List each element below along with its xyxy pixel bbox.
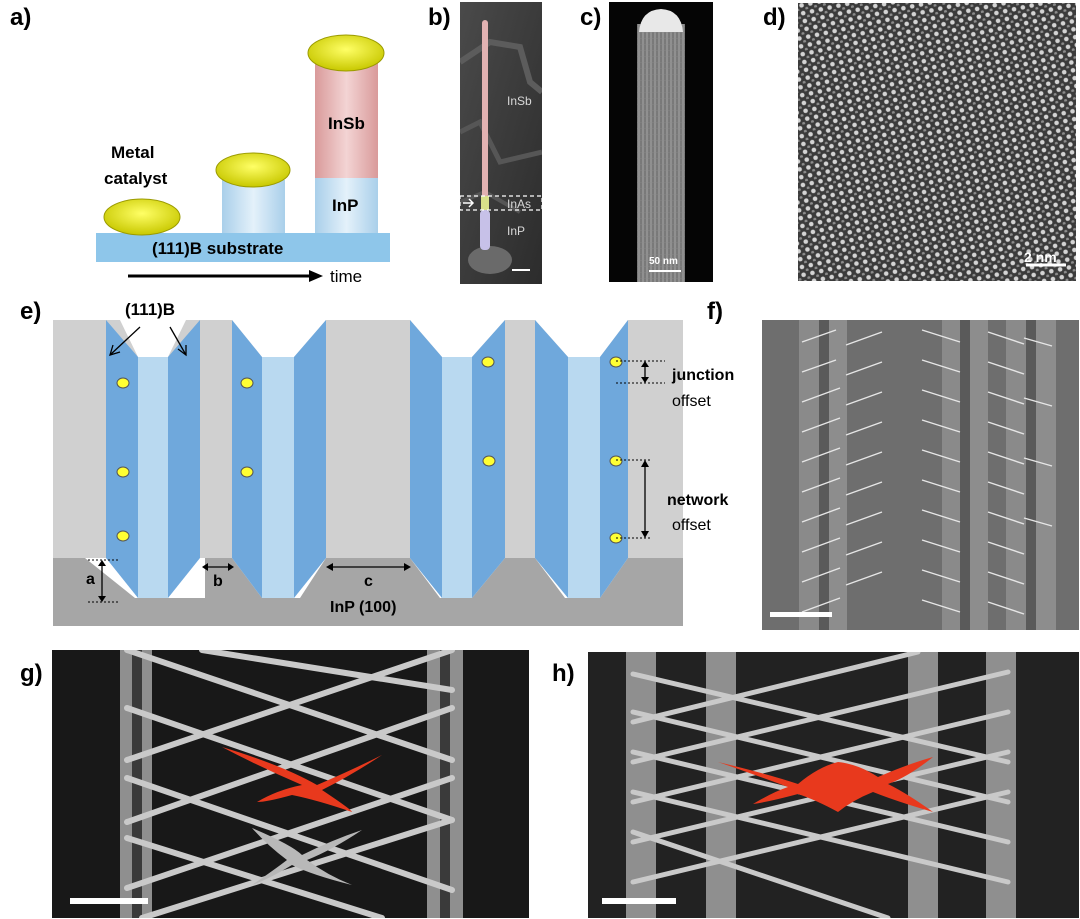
panel-label-c: c) (580, 4, 602, 31)
panel-label-h: h) (552, 660, 575, 687)
insb-label: InSb (328, 114, 365, 133)
growth-schematic (96, 34, 390, 282)
inas-segment (481, 196, 489, 210)
time-label: time (330, 267, 363, 286)
sem-inas-label: InAs (507, 197, 532, 211)
panel-label-d: d) (763, 4, 786, 31)
catalyst-droplet-1 (103, 198, 181, 236)
inp-segment-3 (315, 178, 378, 233)
stem-catalyst (639, 9, 683, 32)
panel-label-a: a) (10, 4, 32, 31)
substrate-label: (111)B substrate (152, 239, 284, 258)
metal-catalyst-label-1: Metal (111, 143, 155, 162)
sem-inp-label: InP (507, 224, 526, 238)
time-arrow-head (309, 270, 323, 282)
junction-offset-label: offset (672, 393, 711, 410)
substrate-e-label: InP (100) (330, 599, 397, 616)
panel-h-sem-image (588, 652, 1079, 918)
panel-label-e: e) (20, 298, 42, 325)
stem-scale-label: 50 nm (649, 256, 678, 267)
metal-catalyst-label-2: catalyst (104, 169, 168, 188)
gray-junction (252, 828, 362, 885)
trench-diagram (53, 320, 683, 626)
insb-wire (482, 20, 488, 198)
catalyst-droplet-2 (215, 152, 291, 188)
inp-segment-2 (222, 180, 285, 233)
panel-e-schematic: (111)B junction offset network offset a … (0, 295, 734, 635)
insb-segment-3 (315, 62, 378, 178)
panel-label-g: g) (20, 660, 43, 687)
panel-g-sem-image (52, 650, 529, 918)
panel-f-sem-image (762, 320, 1079, 630)
inp-stem (480, 210, 490, 250)
facet-label: (111)B (125, 300, 176, 319)
inp-label: InP (332, 196, 359, 215)
panel-a-schematic: Metal catalyst InSb InP (111)B substrate… (0, 0, 420, 295)
hrtem-scale-label: 2 nm (1024, 249, 1057, 265)
network-label: network (667, 492, 729, 509)
panel-c-stem-image: 50 nm (609, 2, 713, 282)
sem-insb-label: InSb (507, 94, 532, 108)
highlight-junction (222, 747, 382, 812)
panel-label-b: b) (428, 4, 451, 31)
highlight-network (718, 757, 933, 812)
network-offset-label: offset (672, 517, 711, 534)
panel-label-f: f) (707, 298, 723, 325)
dim-c-label: c (364, 573, 373, 590)
inp-substrate (53, 558, 683, 626)
dim-a-label: a (86, 571, 95, 588)
junction-label: junction (672, 367, 735, 384)
substrate-block (96, 233, 390, 262)
dim-b-label: b (213, 573, 223, 590)
stem-wire (637, 24, 685, 282)
catalyst-droplet-3 (307, 34, 385, 72)
panel-b-sem-image: InSb InAs InP (460, 2, 542, 284)
panel-d-hrtem-image: 2 nm (798, 3, 1076, 281)
